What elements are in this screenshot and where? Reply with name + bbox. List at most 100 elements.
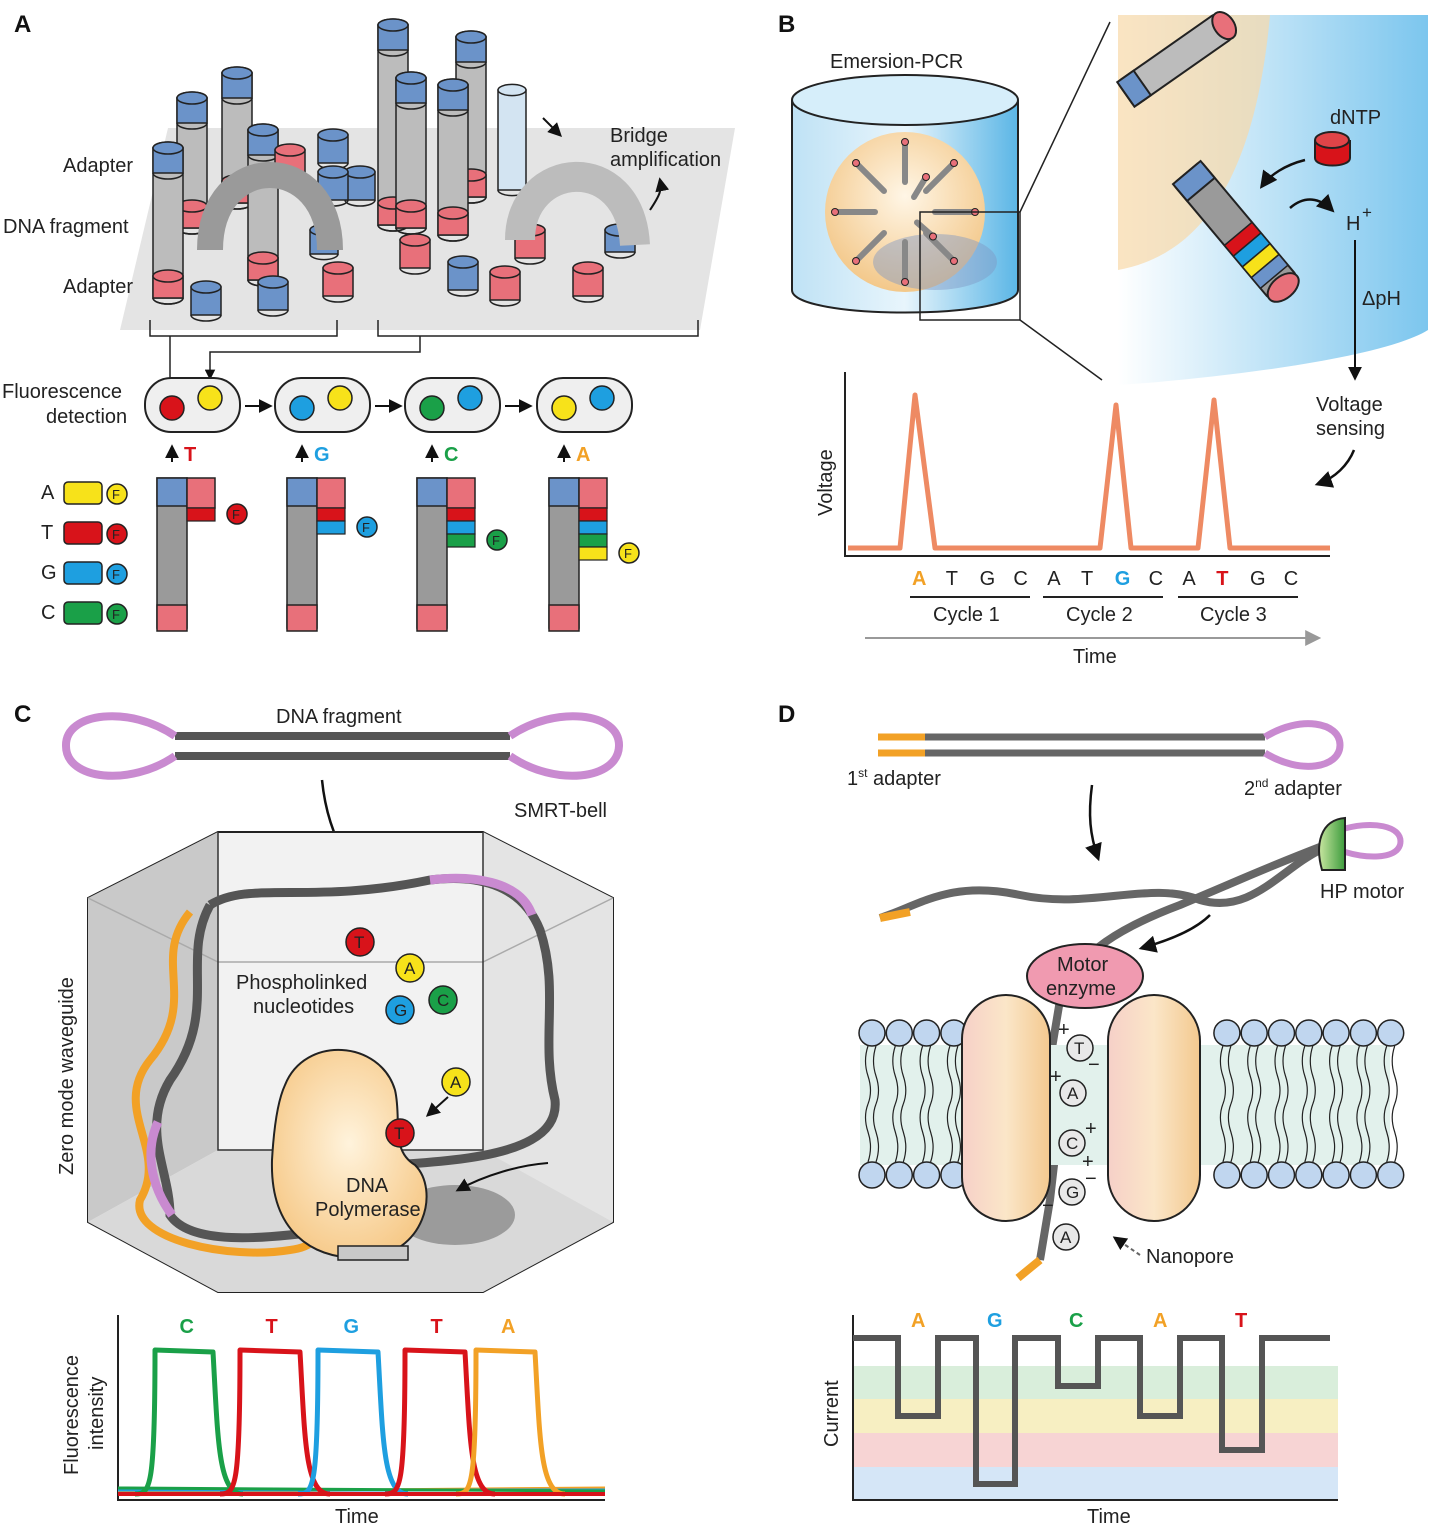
sequence-base-1: T xyxy=(946,568,958,590)
faded-strand xyxy=(497,83,527,197)
hp-loop xyxy=(1339,822,1404,860)
sequence-base-2: G xyxy=(980,568,996,590)
zoom-box xyxy=(919,211,1021,321)
surface-strand-6-top-adapter-bottom xyxy=(395,102,427,110)
surface-strand-6-bottom-adapter xyxy=(395,199,427,235)
legend-fluor-1 xyxy=(106,523,128,545)
surface-strand-7-top-adapter-bottom xyxy=(437,109,469,117)
surface-strand-5-top-adapter xyxy=(455,30,487,69)
lipid-tail-top-18 xyxy=(1356,1045,1371,1105)
d-feed-arrow xyxy=(1138,914,1211,953)
cycle-2-label: Cycle 2 xyxy=(1066,604,1133,626)
panel-d: D 1st adapter 2nd adapter HP motor Motor… xyxy=(778,701,1405,1528)
surface-strand-1-top-adapter-bottom xyxy=(221,97,253,105)
lipid-tail-bottom-15 xyxy=(1274,1103,1289,1163)
nucleotide-2 xyxy=(385,995,415,1025)
surface-strand-2-top-adapter-bottom xyxy=(152,172,184,180)
proton-arrow xyxy=(1289,193,1335,213)
step-fluor-3 xyxy=(618,542,640,564)
bead-strand-1 xyxy=(923,160,957,194)
panel-a-letter: A xyxy=(14,11,31,38)
lipid-head-top-14 xyxy=(1240,1019,1268,1047)
legend-fluor-label-0: F xyxy=(112,487,120,502)
zmw-midline xyxy=(87,897,614,963)
sensing-arrow xyxy=(1314,449,1356,488)
step-fluor-label-2: F xyxy=(492,533,500,548)
step-fluor-1 xyxy=(356,516,378,538)
lipid-tail-bottom-0 xyxy=(864,1103,880,1163)
incoming-arrow xyxy=(425,1096,449,1117)
surface-strand-4-top-adapter-top xyxy=(377,18,409,32)
step-strand-bottom-2 xyxy=(416,604,448,632)
bead-strand-end-6 xyxy=(831,208,839,216)
lipid-tail-bottom-19 xyxy=(1383,1103,1398,1163)
red-adapter-1 xyxy=(322,261,354,303)
blue-adapter-1-top xyxy=(344,165,376,179)
red-adapter-4 xyxy=(489,265,521,307)
sequence-base-5: T xyxy=(1081,568,1093,590)
surface-strand-6-top-adapter xyxy=(395,71,427,110)
surface-strand-0-top-adapter xyxy=(176,91,208,130)
spot-dot-b-3 xyxy=(589,385,615,411)
surface-strand-3-bottom-adapter xyxy=(247,251,279,287)
lipid-tail-bottom-17 xyxy=(1329,1103,1344,1163)
sequence-base-8: A xyxy=(1182,568,1196,590)
red-adapter-3-bottom xyxy=(572,295,604,303)
step-fluor-label-3: F xyxy=(624,546,632,561)
step-incorporated-1-1 xyxy=(316,520,346,535)
bead-strand-5 xyxy=(853,230,887,264)
bead-strand-end-5 xyxy=(852,257,860,265)
legend-nucleotide-1 xyxy=(63,521,103,545)
lipid-head-top-1 xyxy=(885,1019,914,1047)
surface-strand-0-top-adapter-bottom xyxy=(176,122,208,130)
step-incorporated-3-1 xyxy=(578,520,608,535)
motor-enzyme xyxy=(1026,943,1144,1009)
smrt-loop-right xyxy=(507,712,624,780)
step-strand-bottom-0 xyxy=(156,604,188,632)
lipid-tail-top-16 xyxy=(1301,1045,1316,1105)
nucleotide-3 xyxy=(428,985,458,1015)
panel-a: A Adapter DNA fragment Adapter Bridge am… xyxy=(2,11,735,632)
lipid-tail-bottom-14 xyxy=(1247,1103,1262,1163)
nucleotide-label-2: G xyxy=(394,1001,407,1020)
bead-strand-end-0 xyxy=(901,138,909,146)
lipid-tail-top-14 xyxy=(1247,1045,1262,1105)
label-hp-motor: HP motor xyxy=(1320,881,1404,903)
red-adapter-1-bottom xyxy=(322,295,354,303)
bead-strand-end-4 xyxy=(901,278,909,286)
voltage-ylabel: Voltage xyxy=(815,449,837,516)
pore-base-label-2: C xyxy=(1066,1134,1078,1153)
surface-strand-1-top-adapter xyxy=(221,66,253,105)
sequence-base-3: C xyxy=(1013,568,1027,590)
lipid-tail-bottom-16 xyxy=(1301,1103,1316,1163)
pore-base-3 xyxy=(1058,1178,1086,1206)
spot-dot-a-2 xyxy=(419,395,445,421)
step-primer-1 xyxy=(316,477,346,509)
surface-strand-3-top-adapter-top xyxy=(247,123,279,137)
step-strand-bottom-1 xyxy=(286,604,318,632)
red-adapter-4-bottom xyxy=(489,299,521,307)
step-incorporated-2-2 xyxy=(446,533,476,548)
sequence-base-11: C xyxy=(1284,568,1298,590)
label-phospholinked-2: nucleotides xyxy=(253,996,354,1018)
sequence-base-7: C xyxy=(1149,568,1163,590)
lipid-head-bottom-0 xyxy=(858,1161,886,1189)
pore-base-label-0: T xyxy=(1074,1039,1084,1058)
nanopore-right xyxy=(1107,994,1201,1222)
lipid-head-top-18 xyxy=(1349,1019,1378,1047)
d-adapter-1 xyxy=(878,733,925,757)
red-adapter-2-bottom xyxy=(514,257,546,265)
blue-adapter-3-bottom xyxy=(190,314,222,322)
nanopore-left xyxy=(961,994,1051,1222)
blue-adapter-4-top xyxy=(257,275,289,289)
surface-strand-3-bottom-adapter-top xyxy=(247,251,279,265)
surface-strand-5-top-adapter-bottom xyxy=(455,61,487,69)
nanopore-arrow xyxy=(1112,1236,1141,1256)
pcr-well-rim xyxy=(791,74,1019,126)
legend-letter-2: G xyxy=(41,562,57,584)
panel-b: B Emersion-PCR dNTP xyxy=(778,11,1428,668)
svg-text:−: − xyxy=(1088,1054,1100,1076)
